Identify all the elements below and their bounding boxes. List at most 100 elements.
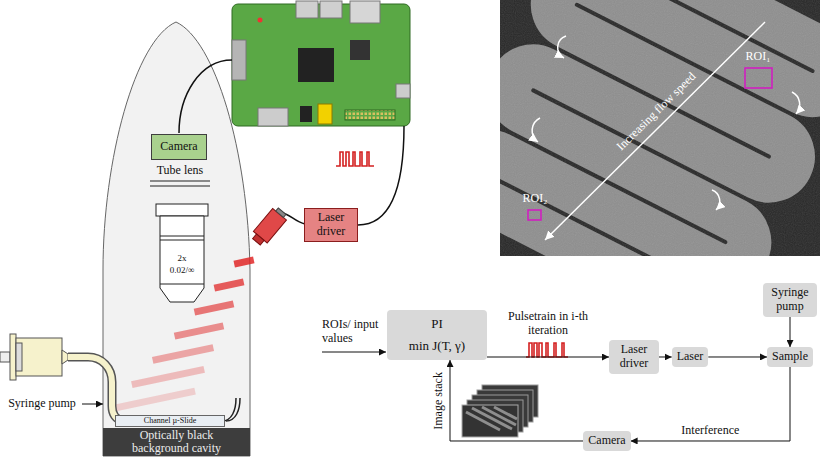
microscopy-image — [500, 0, 820, 256]
tube-lens-label: Tube lens — [157, 164, 204, 178]
beam-stripe — [110, 388, 196, 413]
laser-aperture — [253, 234, 265, 245]
node-label: Sample — [772, 350, 808, 364]
flow-turn-arrow — [712, 190, 720, 210]
laser-connector — [276, 208, 286, 217]
background-cavity: Optically black background cavity — [103, 428, 250, 456]
node-label: PI — [431, 317, 443, 332]
objective-ring — [160, 284, 204, 285]
channel-slide: Channel µ-Slide — [115, 415, 225, 428]
node-label: Channel µ-Slide — [144, 417, 196, 426]
stack-frame — [462, 405, 518, 437]
beam-stripe — [233, 256, 254, 267]
edge-label: Image stack — [432, 370, 446, 432]
driver-cable — [358, 126, 404, 225]
pcb — [232, 4, 410, 126]
pulse-train-symbol — [526, 343, 568, 357]
beam-stripe — [214, 278, 245, 291]
outlet-tube — [226, 398, 240, 421]
dark-enclosure — [103, 22, 250, 456]
objective-lens — [156, 204, 208, 302]
usb-port — [320, 1, 342, 18]
flow-turn-arrow — [792, 92, 800, 114]
camera-box: Camera — [151, 134, 207, 160]
audio-jack — [300, 106, 312, 122]
syringe-pump-label: Syringe pump — [8, 397, 76, 411]
image-stack-icon — [462, 385, 538, 437]
sample-box: Sample — [767, 347, 813, 367]
aperture-label: 0.02/∞ — [170, 265, 195, 275]
raspberry-pi-board — [232, 1, 410, 126]
edge-label: Pulsetrain in i-th iteration — [498, 310, 598, 338]
plunger-rod — [0, 352, 10, 362]
node-label: Camera — [588, 434, 625, 448]
beam-stripe — [174, 322, 224, 339]
objective-body — [160, 216, 204, 302]
connector-arrow — [450, 360, 583, 441]
tubing — [68, 357, 130, 420]
laser-driver-box: Laser driver — [304, 208, 358, 242]
node-label: Optically black background cavity — [120, 429, 234, 454]
objective-thread — [156, 204, 208, 216]
connector-arrow — [631, 367, 790, 441]
hdmi-port — [258, 108, 288, 126]
gpio-header — [345, 110, 395, 120]
channel-band — [500, 0, 820, 256]
flow-direction-label: Increasing flow speed — [615, 70, 700, 154]
edge-label: Interference — [679, 424, 741, 438]
stack-channel — [466, 407, 517, 430]
laser-box: Laser — [672, 347, 709, 367]
node-label: Laser driver — [309, 211, 353, 239]
objective-ring — [160, 240, 204, 241]
roi-label: ROI₁ — [746, 50, 771, 64]
node-subtext: min J(T, γ) — [409, 339, 465, 354]
node-label: Syringe pump — [768, 286, 812, 314]
flow-arrow — [82, 404, 103, 405]
node-label: Laser driver — [614, 343, 654, 371]
camera-cable — [179, 60, 232, 133]
tubing-outline — [68, 357, 130, 420]
ethernet-port — [350, 1, 380, 23]
laser-driver-box: Laser driver — [609, 340, 659, 374]
node-label: Laser — [677, 350, 704, 364]
connector-arrow — [659, 356, 672, 357]
usb-port — [296, 1, 318, 18]
input-label: ROIs/ input values — [322, 318, 384, 346]
pulse-train-symbol — [336, 152, 374, 166]
flow-turn-arrow — [532, 118, 540, 142]
tube-lens-symbol — [150, 186, 210, 187]
power-port — [396, 84, 410, 98]
syringe-flange — [10, 334, 16, 380]
beam-stripe — [131, 366, 205, 388]
serpentine-channel — [500, 0, 820, 256]
node-label: Camera — [160, 140, 197, 154]
flow-turn-arrow — [558, 36, 566, 58]
laser-device — [250, 205, 290, 247]
connector-arrow — [708, 356, 767, 357]
chip — [350, 40, 370, 60]
syringe-barrel — [16, 338, 62, 376]
laser-beam — [110, 256, 254, 412]
roi-box — [528, 210, 541, 220]
connector-arrow — [790, 317, 791, 347]
magnification-label: 2x — [178, 253, 187, 263]
connector-arrow — [487, 357, 609, 358]
syringe — [0, 334, 68, 380]
image-ground — [500, 0, 820, 256]
objective-ring — [160, 236, 204, 237]
camera-box: Camera — [583, 431, 630, 451]
syringe-pump-box: Syringe pump — [763, 283, 817, 317]
rca-jack — [318, 104, 332, 124]
sd-slot — [232, 40, 246, 80]
beam-stripe — [152, 344, 214, 364]
roi-label: ROI₂ — [523, 192, 548, 206]
roi-box — [745, 68, 772, 88]
flow-speed-arrow — [545, 22, 765, 240]
soc-chip — [298, 48, 334, 82]
pi-controller-box: PI min J(T, γ) — [387, 310, 487, 360]
plunger-head — [16, 343, 22, 371]
tube-lens-symbol — [150, 181, 210, 182]
